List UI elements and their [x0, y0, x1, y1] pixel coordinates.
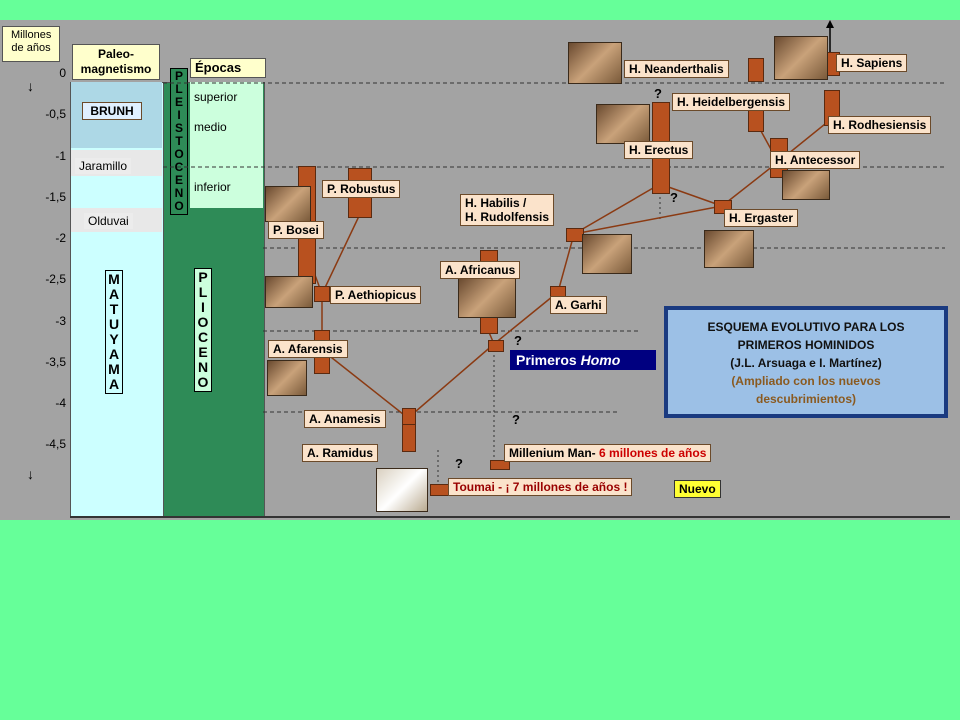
arrow-down-icon: ↓ — [27, 78, 34, 94]
label-a-africanus: A. Africanus — [440, 261, 521, 279]
diagram-panel: Millones de años ↓ ↓ 0 -0,5 -1 -1,5 -2 -… — [0, 20, 960, 520]
label-h-ergaster: H. Ergaster — [724, 209, 799, 227]
skull-bosei-image — [265, 186, 311, 222]
label-h-antecessor: H. Antecessor — [770, 151, 861, 169]
axis-tick: -1,5 — [45, 190, 66, 204]
bar-p-aethiopicus — [314, 286, 330, 302]
axis-tick: -3,5 — [45, 355, 66, 369]
label-h-habilis: H. Habilis / H. Rudolfensis — [460, 194, 555, 226]
axis-tick: -2 — [55, 231, 66, 245]
skull-habilis-image — [582, 234, 632, 274]
label-h-erectus: H. Erectus — [624, 141, 694, 159]
question-mark: ? — [455, 456, 463, 471]
axis-tick: -2,5 — [45, 272, 66, 286]
inferior-label: inferior — [194, 180, 231, 194]
bar-primeros-homo — [488, 340, 504, 352]
axis-tick: 0 — [59, 66, 66, 80]
skull-ergaster-image — [704, 230, 754, 268]
skull-erectus-image — [596, 104, 650, 144]
info-line1: ESQUEMA EVOLUTIVO PARA LOS — [707, 320, 905, 334]
skull-toumai-image — [376, 468, 428, 512]
axis-tick: -4,5 — [45, 437, 66, 451]
label-h-rodhesiensis: H. Rodhesiensis — [828, 116, 932, 134]
info-box-inner: ESQUEMA EVOLUTIVO PARA LOS PRIMEROS HOMI… — [668, 310, 944, 414]
bar-toumai — [430, 484, 450, 496]
bar-h-heidelbergensis — [748, 110, 764, 132]
label-h-sapiens: H. Sapiens — [836, 54, 908, 72]
question-mark: ? — [654, 86, 662, 101]
axis-tick: -3 — [55, 314, 66, 328]
label-a-garhi: A. Garhi — [550, 296, 607, 314]
bar-millenium — [490, 460, 510, 470]
axis-title: Millones de años — [2, 26, 60, 62]
axis-tick: -1 — [55, 149, 66, 163]
skull-aethiopicus-image — [265, 276, 313, 308]
medio-label: medio — [194, 120, 227, 134]
skull-afarensis-image — [267, 360, 307, 396]
label-a-ramidus: A. Ramidus — [302, 444, 379, 462]
skull-africanus-image — [458, 278, 516, 318]
bar-a-ramidus — [402, 424, 416, 452]
skull-antecessor-image — [782, 170, 830, 200]
millenium-text: Millenium Man- — [509, 446, 596, 460]
paleo-title: Paleo- magnetismo — [72, 44, 160, 80]
bar-h-neanderthalis — [748, 58, 764, 82]
homo-text: Homo — [580, 352, 621, 368]
badge-nuevo: Nuevo — [674, 480, 721, 498]
axis-tick: -4 — [55, 396, 66, 410]
label-p-aethiopicus: P. Aethiopicus — [330, 286, 422, 304]
label-p-bosei: P. Bosei — [268, 221, 324, 239]
axis-title-text: Millones de años — [11, 29, 52, 54]
primeros-homo-label: Primeros Homo — [510, 350, 656, 370]
olduvai-label: Olduvai — [84, 213, 133, 229]
skull-sapiens-image — [774, 36, 828, 80]
label-toumai: Toumai - ¡ 7 millones de años ! — [448, 478, 633, 496]
info-line3: (J.L. Arsuaga e I. Martínez) — [730, 356, 882, 370]
info-box: ESQUEMA EVOLUTIVO PARA LOS PRIMEROS HOMI… — [664, 306, 948, 418]
label-h-neanderthalis: H. Neanderthalis — [624, 60, 729, 78]
info-line4: (Ampliado con los nuevos — [731, 374, 881, 388]
brunh-label: BRUNH — [82, 102, 142, 120]
axis-tick: -0,5 — [45, 107, 66, 121]
epochs-title: Épocas — [190, 58, 266, 78]
label-a-anamesis: A. Anamesis — [304, 410, 386, 428]
millenium-age: 6 millones de años — [599, 446, 707, 460]
primeros-text: Primeros — [516, 352, 577, 368]
question-mark: ? — [514, 333, 522, 348]
label-h-heidelbergensis: H. Heidelbergensis — [672, 93, 791, 111]
label-p-robustus: P. Robustus — [322, 180, 401, 198]
label-a-afarensis: A. Afarensis — [268, 340, 348, 358]
question-mark: ? — [512, 412, 520, 427]
question-mark: ? — [670, 190, 678, 205]
info-line5: descubrimientos) — [755, 392, 857, 406]
jaramillo-label: Jaramillo — [75, 158, 132, 174]
superior-label: superior — [194, 90, 238, 104]
superior-band — [190, 82, 263, 208]
arrow-down-icon: ↓ — [27, 466, 34, 482]
label-millenium: Millenium Man- 6 millones de años — [504, 444, 712, 462]
info-line2: PRIMEROS HOMINIDOS — [737, 338, 875, 352]
skull-neanderthalis-image — [568, 42, 622, 84]
